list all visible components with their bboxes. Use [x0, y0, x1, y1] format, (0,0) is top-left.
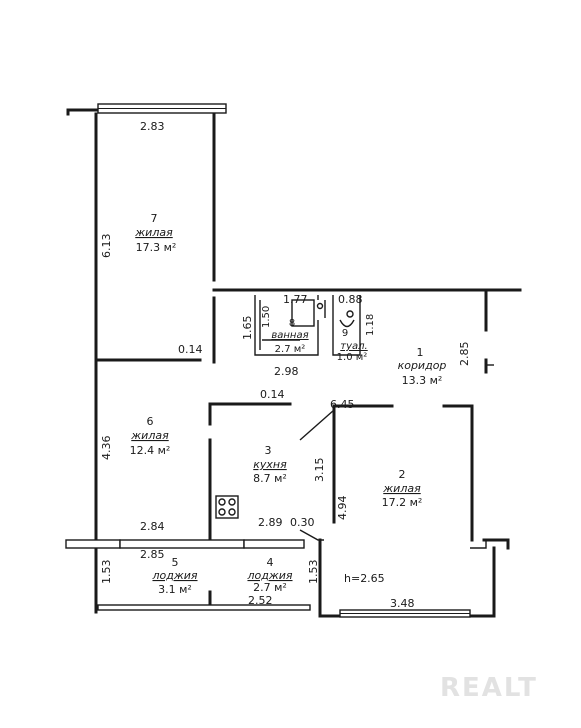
room-label-1: 1 коридор 13.3 м²: [398, 346, 447, 387]
svg-text:4.36: 4.36: [100, 436, 113, 461]
svg-text:2.98: 2.98: [274, 365, 299, 378]
room-label-9: 9 туал. 1.0 м²: [337, 328, 368, 363]
svg-text:2.84: 2.84: [140, 520, 165, 533]
dimension-labels: 2.83 6.13 1.77 0.88 1.65 1.50 1.18 0.14 …: [100, 120, 471, 610]
svg-text:коридор: коридор: [398, 359, 447, 372]
room-label-3: 3 кухня 8.7 м²: [253, 444, 287, 485]
svg-text:1.65: 1.65: [241, 316, 254, 341]
walls: [65, 103, 522, 618]
svg-text:1.77: 1.77: [283, 293, 308, 306]
svg-text:0.30: 0.30: [290, 516, 315, 529]
svg-text:1: 1: [417, 346, 424, 359]
svg-text:5: 5: [172, 556, 179, 569]
svg-text:2.52: 2.52: [248, 594, 273, 607]
watermark: REALT: [440, 673, 538, 703]
svg-text:жилая: жилая: [134, 226, 173, 239]
svg-text:0.14: 0.14: [260, 388, 285, 401]
svg-text:1.53: 1.53: [307, 560, 320, 585]
svg-text:0.88: 0.88: [338, 293, 363, 306]
svg-text:2.89: 2.89: [258, 516, 283, 529]
window-room-6: [65, 539, 121, 549]
svg-text:2.85: 2.85: [140, 548, 165, 561]
svg-text:2.85: 2.85: [458, 342, 471, 367]
ceiling-height: h=2.65: [344, 572, 385, 585]
svg-text:9: 9: [342, 328, 348, 339]
svg-text:3.1 м²: 3.1 м²: [158, 583, 192, 596]
svg-text:1.50: 1.50: [261, 306, 272, 328]
stove-icon: [215, 495, 239, 519]
svg-text:лоджия: лоджия: [246, 569, 292, 582]
svg-text:4: 4: [267, 556, 274, 569]
svg-text:2.7 м²: 2.7 м²: [275, 344, 306, 355]
svg-text:12.4 м²: 12.4 м²: [130, 444, 171, 457]
svg-text:6.13: 6.13: [100, 234, 113, 259]
svg-text:жилая: жилая: [130, 429, 169, 442]
svg-text:кухня: кухня: [253, 458, 287, 471]
svg-text:туал.: туал.: [340, 341, 367, 352]
svg-text:4.94: 4.94: [336, 496, 349, 521]
svg-text:3.15: 3.15: [313, 458, 326, 483]
svg-text:жилая: жилая: [382, 482, 421, 495]
room-label-2: 2 жилая 17.2 м²: [382, 468, 423, 509]
room-label-6: 6 жилая 12.4 м²: [130, 415, 171, 457]
room-label-8: 8 ванная 2.7 м²: [271, 318, 308, 355]
svg-text:2.7 м²: 2.7 м²: [253, 581, 287, 594]
svg-text:2: 2: [399, 468, 406, 481]
svg-text:лоджия: лоджия: [151, 569, 197, 582]
svg-text:8: 8: [289, 318, 295, 329]
svg-text:0.14: 0.14: [178, 343, 203, 356]
svg-text:3.48: 3.48: [390, 597, 415, 610]
svg-text:6: 6: [147, 415, 154, 428]
svg-text:13.3 м²: 13.3 м²: [402, 374, 443, 387]
svg-text:1.18: 1.18: [365, 314, 376, 336]
svg-text:17.3 м²: 17.3 м²: [136, 241, 177, 254]
svg-text:8.7 м²: 8.7 м²: [253, 472, 287, 485]
room-label-5: 5 лоджия 3.1 м²: [151, 556, 197, 596]
svg-text:1.53: 1.53: [100, 560, 113, 585]
window-loggia-5: [119, 539, 245, 549]
svg-text:17.2 м²: 17.2 м²: [382, 496, 423, 509]
room-label-4: 4 лоджия 2.7 м²: [246, 556, 292, 594]
svg-text:3: 3: [265, 444, 272, 457]
svg-text:7: 7: [151, 212, 158, 225]
svg-text:1.0 м²: 1.0 м²: [337, 352, 368, 363]
room-label-7: 7 жилая 17.3 м²: [134, 212, 176, 254]
svg-text:2.83: 2.83: [140, 120, 165, 133]
svg-text:ванная: ванная: [271, 330, 308, 341]
svg-text:6.45: 6.45: [330, 398, 355, 411]
